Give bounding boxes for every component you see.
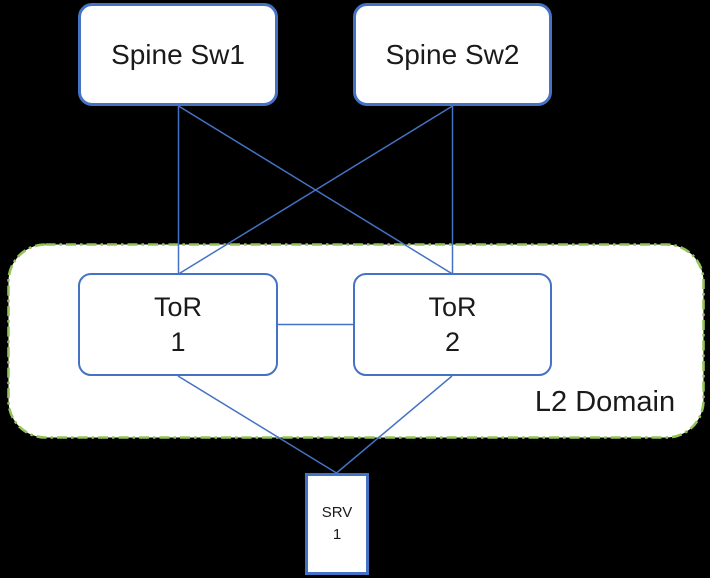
edge-tor2-srv1 xyxy=(336,375,453,474)
node-tor-1-label-line1: ToR xyxy=(153,291,202,322)
node-spine-sw1-label: Spine Sw1 xyxy=(111,38,245,70)
node-tor-2-label-line2: 2 xyxy=(444,326,461,357)
node-tor-2: ToR 2 xyxy=(353,273,552,376)
node-srv-1-label-line2: 1 xyxy=(332,526,342,543)
node-spine-sw2-label: Spine Sw2 xyxy=(385,38,520,70)
node-tor-1-label-line2: 1 xyxy=(170,326,186,357)
node-srv-1: SRV 1 xyxy=(305,473,369,575)
node-tor-1: ToR 1 xyxy=(78,273,278,376)
node-spine-sw1: Spine Sw1 xyxy=(78,3,278,106)
node-srv-1-label-line1: SRV xyxy=(321,504,353,522)
l2-domain-label: L2 Domain xyxy=(534,386,676,418)
edge-tor1-srv1 xyxy=(177,375,337,474)
node-tor-2-label-line1: ToR xyxy=(428,291,477,322)
edge-spine2-tor1 xyxy=(178,105,453,275)
node-spine-sw2: Spine Sw2 xyxy=(353,3,552,106)
